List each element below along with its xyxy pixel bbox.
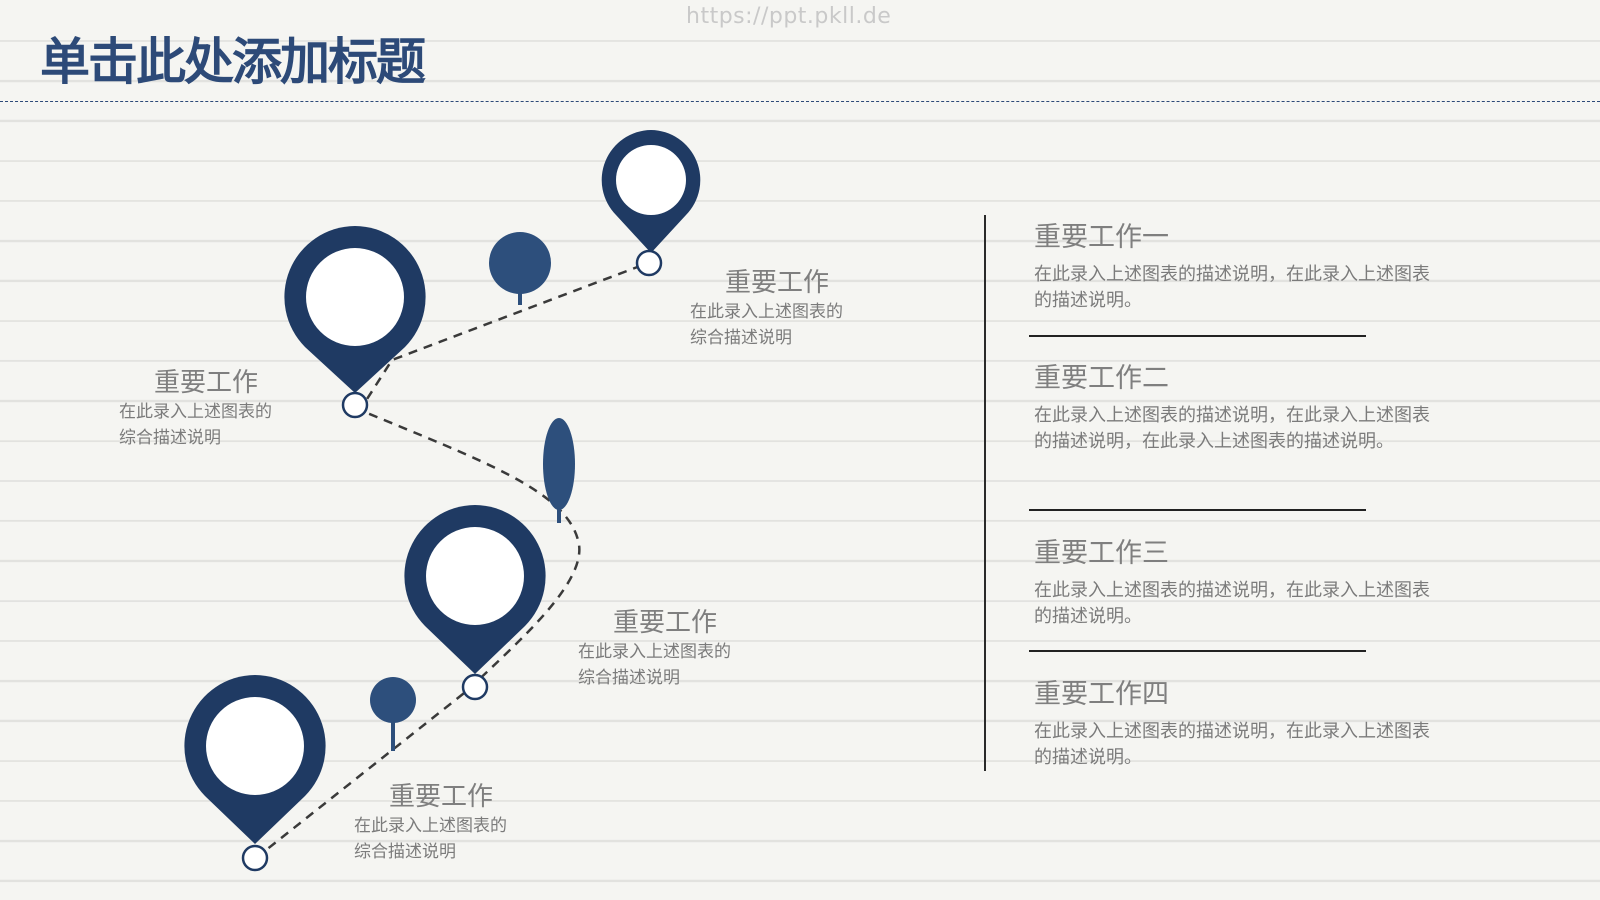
item-divider <box>1029 650 1366 652</box>
work-item-heading: 重要工作四 <box>1034 679 1169 710</box>
route-label-line: 综合描述说明 <box>354 842 456 862</box>
route-label-line: 综合描述说明 <box>578 668 680 688</box>
tree-icon <box>543 418 575 523</box>
work-item-heading: 重要工作三 <box>1034 538 1169 569</box>
route-label-line: 在此录入上述图表的 <box>119 402 272 422</box>
work-item-desc: 在此录入上述图表的描述说明，在此录入上述图表的描述说明，在此录入上述图表的描述说… <box>1034 405 1430 452</box>
tree-icon <box>489 232 551 305</box>
work-item-heading: 重要工作一 <box>1034 222 1169 253</box>
vertical-divider <box>984 215 986 771</box>
route-label-line: 在此录入上述图表的 <box>578 642 731 662</box>
map-pin-icon <box>284 226 426 419</box>
route-label: 重要工作 在此录入上述图表的 综合描述说明 <box>578 602 731 691</box>
route-label-heading: 重要工作 <box>725 268 830 298</box>
route-label: 重要工作 在此录入上述图表的 综合描述说明 <box>354 776 507 865</box>
work-item: 重要工作二 在此录入上述图表的描述说明，在此录入上述图表的描述说明，在此录入上述… <box>1034 356 1434 455</box>
route-label-line: 综合描述说明 <box>119 428 221 448</box>
work-item-heading: 重要工作二 <box>1034 363 1169 394</box>
route-label-line: 在此录入上述图表的 <box>354 816 507 836</box>
item-divider <box>1029 335 1366 337</box>
route-label-line: 综合描述说明 <box>690 328 792 348</box>
map-pin-icon <box>184 675 326 872</box>
work-item: 重要工作四 在此录入上述图表的描述说明，在此录入上述图表的描述说明。 <box>1034 672 1434 771</box>
work-item-desc: 在此录入上述图表的描述说明，在此录入上述图表的描述说明。 <box>1034 580 1430 627</box>
route-label-heading: 重要工作 <box>613 608 718 638</box>
watermark-url: https://ppt.pkll.de <box>686 4 892 29</box>
map-pin-icon <box>404 505 546 701</box>
work-item: 重要工作一 在此录入上述图表的描述说明，在此录入上述图表的描述说明。 <box>1034 215 1434 314</box>
route-label-heading: 重要工作 <box>154 368 259 398</box>
map-pin-icon <box>601 130 701 277</box>
tree-icon <box>370 677 416 751</box>
work-item-desc: 在此录入上述图表的描述说明，在此录入上述图表的描述说明。 <box>1034 264 1430 311</box>
title-divider <box>0 101 1600 102</box>
route-dashed-path <box>255 261 649 859</box>
route-label-heading: 重要工作 <box>389 782 494 812</box>
work-item-desc: 在此录入上述图表的描述说明，在此录入上述图表的描述说明。 <box>1034 721 1430 768</box>
page-title[interactable]: 单击此处添加标题 <box>40 33 426 91</box>
route-label-line: 在此录入上述图表的 <box>690 302 843 322</box>
item-divider <box>1029 509 1366 511</box>
route-label: 重要工作 在此录入上述图表的 综合描述说明 <box>690 262 843 351</box>
work-item: 重要工作三 在此录入上述图表的描述说明，在此录入上述图表的描述说明。 <box>1034 531 1434 630</box>
route-label: 重要工作 在此录入上述图表的 综合描述说明 <box>119 362 272 451</box>
